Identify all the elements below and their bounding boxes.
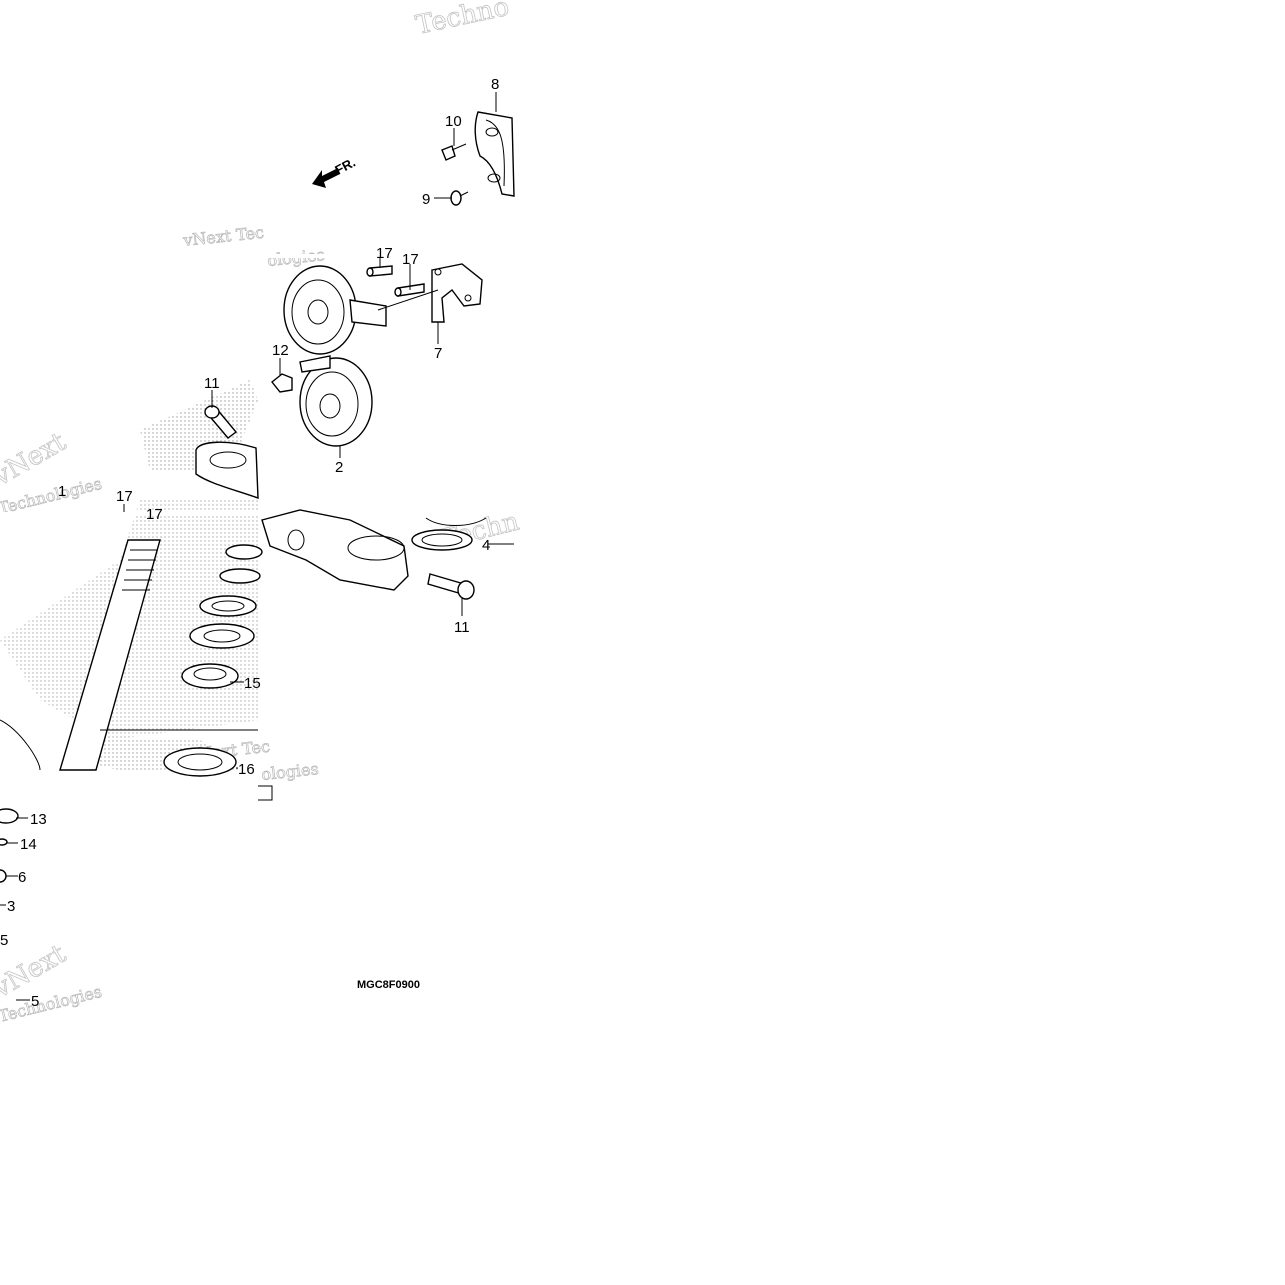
- leader-lines: [0, 92, 514, 1001]
- callout-17: 17: [402, 251, 419, 268]
- part-10-screw: [441, 143, 467, 161]
- part-4-washer: [411, 517, 487, 551]
- part-17-bolt: [394, 283, 425, 297]
- callout-2: 2: [335, 459, 343, 476]
- part-12-nut: [271, 373, 293, 393]
- watermark: vNext Tec: [181, 223, 264, 250]
- handlebar-holder: [261, 509, 409, 591]
- top-bridge: [195, 441, 259, 500]
- part-9-screw: [450, 190, 469, 206]
- part-7-horn-bracket: [431, 263, 483, 323]
- part-8-bracket: [474, 111, 515, 197]
- callout-3: 3: [7, 898, 15, 915]
- callout-11: 11: [454, 619, 470, 636]
- part-2-horn-upper: [283, 265, 387, 355]
- part-2-horn-lower: [299, 355, 373, 447]
- part-17-bolt: [366, 265, 393, 277]
- callout-14: 14: [20, 836, 37, 853]
- callout-12: 12: [272, 342, 289, 359]
- callout-7: 7: [434, 345, 442, 362]
- callout-9: 9: [422, 191, 430, 208]
- callout-labels: 8 10 9 17 17 7 12 11 2 1 17 17 4 11 15 1…: [0, 76, 499, 1010]
- callout-17: 17: [146, 506, 163, 523]
- callout-13: 13: [30, 811, 47, 828]
- callout-16: 16: [238, 761, 255, 778]
- front-arrow-icon: [312, 168, 340, 188]
- callout-11: 11: [204, 375, 220, 392]
- steering-stem: [0, 539, 258, 771]
- callout-8: 8: [491, 76, 499, 93]
- lower-parts-left: [0, 808, 19, 883]
- callout-10: 10: [445, 113, 462, 130]
- watermark: ologies: [260, 759, 319, 784]
- callout-15: 15: [244, 675, 261, 692]
- callout-1: 1: [58, 483, 66, 500]
- panel-edges: [0, 254, 516, 516]
- diagram-code: MGC8F0900: [357, 979, 420, 991]
- part-11-bolt: [427, 573, 475, 600]
- callout-5: 5: [0, 932, 8, 949]
- front-direction-indicator: FR.: [312, 155, 358, 188]
- part-11-bolt: [204, 405, 238, 439]
- bearing-stack: [163, 544, 263, 777]
- callout-5: 5: [31, 993, 39, 1010]
- callout-4: 4: [482, 537, 490, 554]
- callout-6: 6: [18, 869, 26, 886]
- callout-17: 17: [116, 488, 133, 505]
- callout-17: 17: [376, 245, 393, 262]
- watermark: Techno: [413, 0, 512, 41]
